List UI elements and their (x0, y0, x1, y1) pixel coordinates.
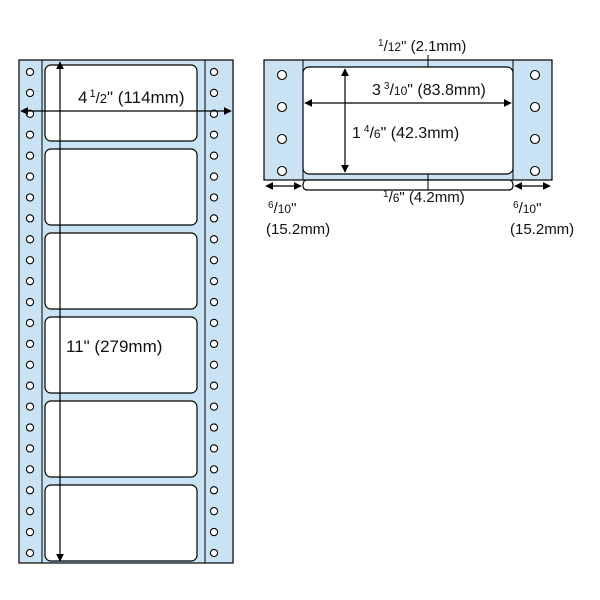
sprocket-hole (209, 444, 219, 453)
left-margin-label: 6/10" (268, 200, 296, 217)
sprocket-hole (25, 548, 35, 558)
label-rect (44, 316, 198, 394)
left-height-label: 11" (279mm) (66, 337, 162, 356)
sprocket-hole (25, 360, 35, 369)
sprocket-hole (209, 360, 219, 369)
sprocket-hole (209, 527, 219, 537)
right-next-label-edge (302, 179, 514, 191)
sprocket-hole (25, 423, 35, 432)
sprocket-hole (209, 256, 219, 265)
sprocket-hole (25, 172, 35, 181)
sprocket-hole (209, 318, 219, 328)
sprocket-hole (209, 151, 219, 160)
sprocket-hole (529, 133, 541, 145)
left-label-group (44, 64, 198, 562)
sprocket-hole (25, 527, 35, 537)
right-label (302, 66, 514, 175)
sprocket-hole (209, 402, 219, 411)
sprocket-hole (25, 339, 35, 349)
sprocket-hole (276, 165, 288, 177)
sprocket-hole (25, 276, 35, 286)
sprocket-hole (209, 88, 219, 98)
sprocket-hole (25, 67, 35, 77)
sprocket-hole (209, 339, 219, 349)
label-rect (44, 232, 198, 310)
sprocket-hole (529, 165, 541, 177)
sprocket-hole (25, 193, 35, 202)
sprocket-hole (209, 214, 219, 223)
sprocket-hole (276, 69, 288, 81)
right-margin-metric-label: (15.2mm) (510, 221, 574, 238)
sprocket-hole (25, 444, 35, 453)
sprocket-hole (529, 101, 541, 113)
sprocket-hole (276, 133, 288, 145)
left-sprocket-holes (25, 67, 219, 558)
sprocket-hole (25, 507, 35, 516)
sprocket-hole (209, 172, 219, 181)
label-rect (44, 400, 198, 478)
sprocket-hole (25, 235, 35, 244)
sprocket-hole (25, 402, 35, 411)
sprocket-hole (25, 381, 35, 390)
right-sprocket-holes (276, 69, 541, 177)
sprocket-hole (25, 130, 35, 139)
sprocket-hole (25, 88, 35, 98)
bottom-gap-label: 1/6" (4.2mm) (383, 189, 465, 206)
sprocket-hole (25, 151, 35, 160)
sprocket-hole (25, 214, 35, 223)
sprocket-hole (25, 486, 35, 495)
sprocket-hole (25, 297, 35, 307)
left-margin-metric-label: (15.2mm) (266, 221, 330, 238)
left-sheet-paper (18, 59, 234, 564)
sprocket-hole (209, 130, 219, 139)
label-rect (44, 148, 198, 226)
sprocket-hole (209, 507, 219, 516)
top-gap-label: 1/12" (2.1mm) (378, 38, 466, 55)
sprocket-hole (209, 193, 219, 202)
label-rect (44, 484, 198, 562)
sprocket-hole (209, 297, 219, 307)
sprocket-hole (209, 276, 219, 286)
label-rect (44, 64, 198, 142)
sprocket-hole (209, 548, 219, 558)
sprocket-hole (209, 423, 219, 432)
sprocket-hole (25, 465, 35, 474)
sprocket-hole (276, 101, 288, 113)
sprocket-hole (209, 465, 219, 474)
sprocket-hole (209, 67, 219, 77)
sprocket-hole (25, 256, 35, 265)
sprocket-hole (209, 486, 219, 495)
sprocket-hole (25, 318, 35, 328)
sprocket-hole (209, 235, 219, 244)
sprocket-hole (209, 381, 219, 390)
sprocket-hole (529, 69, 541, 81)
right-margin-label: 6/10" (513, 200, 541, 217)
